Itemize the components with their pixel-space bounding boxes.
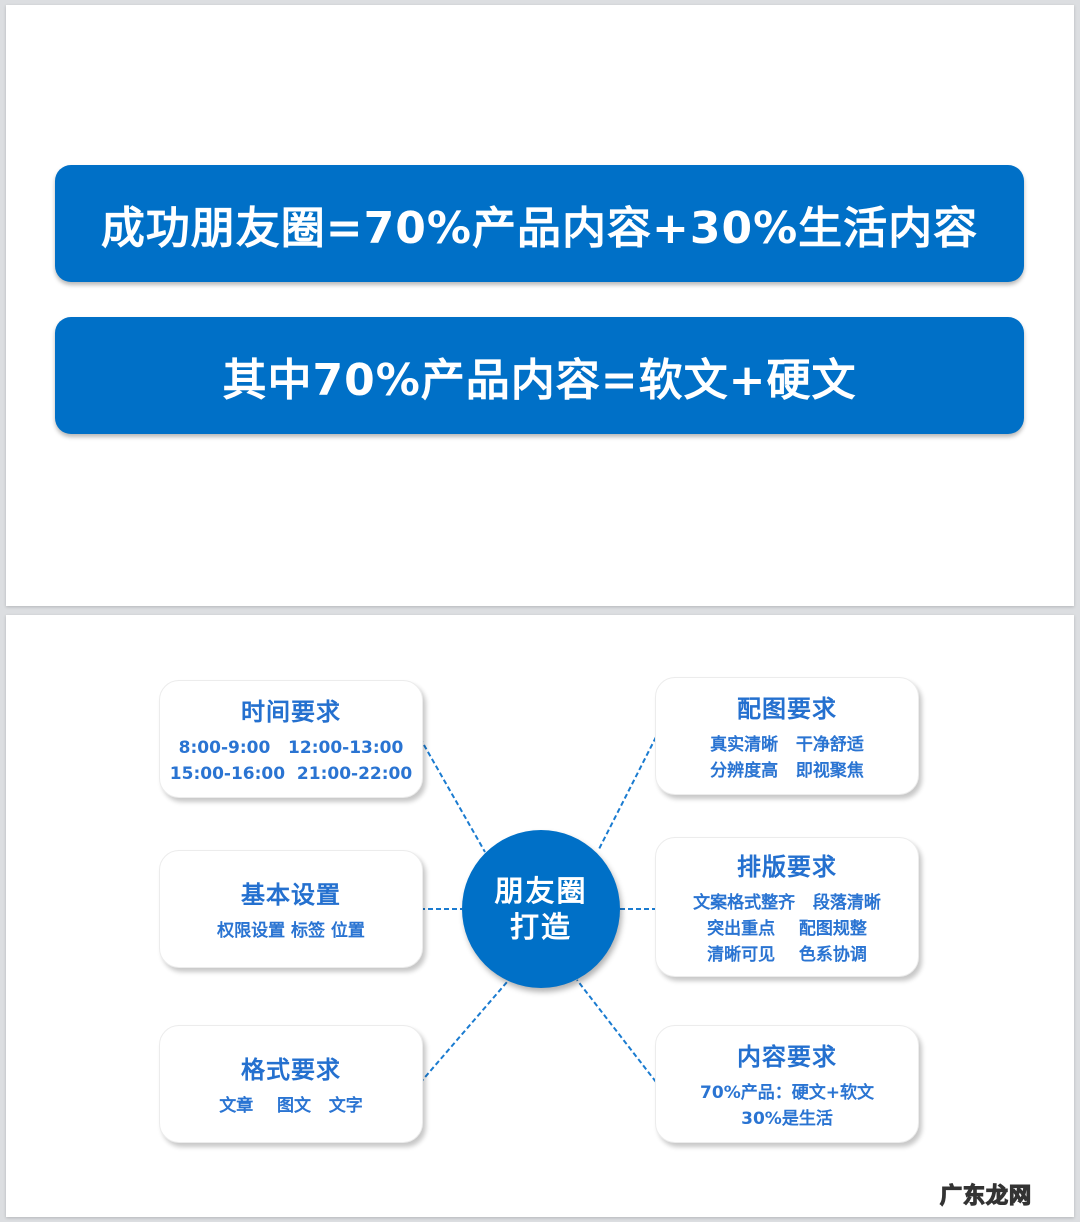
formula-text: 其中70%产品内容=软文+硬文 [222,354,857,406]
hub-label-line2: 打造 [509,910,572,944]
connector-lines [419,736,657,1084]
card-title: 时间要求 [241,697,341,726]
slide-mindmap: 时间要求 8:00-9:00 12:00-13:00 15:00-16:00 2… [6,615,1074,1217]
card-title: 配图要求 [737,694,837,723]
card-content-requirements: 内容要求 70%产品：硬文+软文 30%是生活 [655,1025,919,1143]
card-line: 真实清晰 干净舒适 [710,734,864,755]
card-image-requirements: 配图要求 真实清晰 干净舒适 分辨度高 即视聚焦 [655,677,919,795]
connector-time [419,737,486,853]
card-line: 清晰可见 色系协调 [707,944,867,965]
card-line: 30%是生活 [741,1108,833,1129]
card-title: 内容要求 [737,1042,837,1071]
formula-text: 成功朋友圈=70%产品内容+30%生活内容 [100,202,979,254]
card-format-requirements: 格式要求 文章 图文 文字 [159,1025,423,1143]
slide-formula: 成功朋友圈=70%产品内容+30%生活内容 其中70%产品内容=软文+硬文 [6,5,1074,606]
card-line: 15:00-16:00 21:00-22:00 [169,763,413,784]
connector-content [576,979,657,1083]
formula-banner-success: 成功朋友圈=70%产品内容+30%生活内容 [55,165,1024,282]
card-line: 突出重点 配图规整 [707,918,867,939]
card-title: 格式要求 [241,1055,341,1084]
card-line: 权限设置 标签 位置 [217,920,365,941]
hub-label-line1: 朋友圈 [494,874,588,908]
card-line: 8:00-9:00 12:00-13:00 [178,737,404,758]
card-title: 基本设置 [241,880,341,909]
card-line: 文案格式整齐 段落清晰 [693,892,881,913]
card-line: 文章 图文 文字 [219,1095,363,1116]
formula-banner-product: 其中70%产品内容=软文+硬文 [55,317,1024,434]
card-time-requirements: 时间要求 8:00-9:00 12:00-13:00 15:00-16:00 2… [159,680,423,798]
card-line: 70%产品：硬文+软文 [700,1082,874,1103]
hub-circle: 朋友圈 打造 [462,830,620,988]
card-layout-requirements: 排版要求 文案格式整齐 段落清晰 突出重点 配图规整 清晰可见 色系协调 [655,837,919,977]
card-basic-settings: 基本设置 权限设置 标签 位置 [159,850,423,968]
card-title: 排版要求 [737,852,837,881]
watermark-logo: 广东龙网 [939,1183,1033,1209]
connector-format [419,981,508,1084]
connector-image [597,736,657,852]
card-line: 分辨度高 即视聚焦 [710,760,864,781]
